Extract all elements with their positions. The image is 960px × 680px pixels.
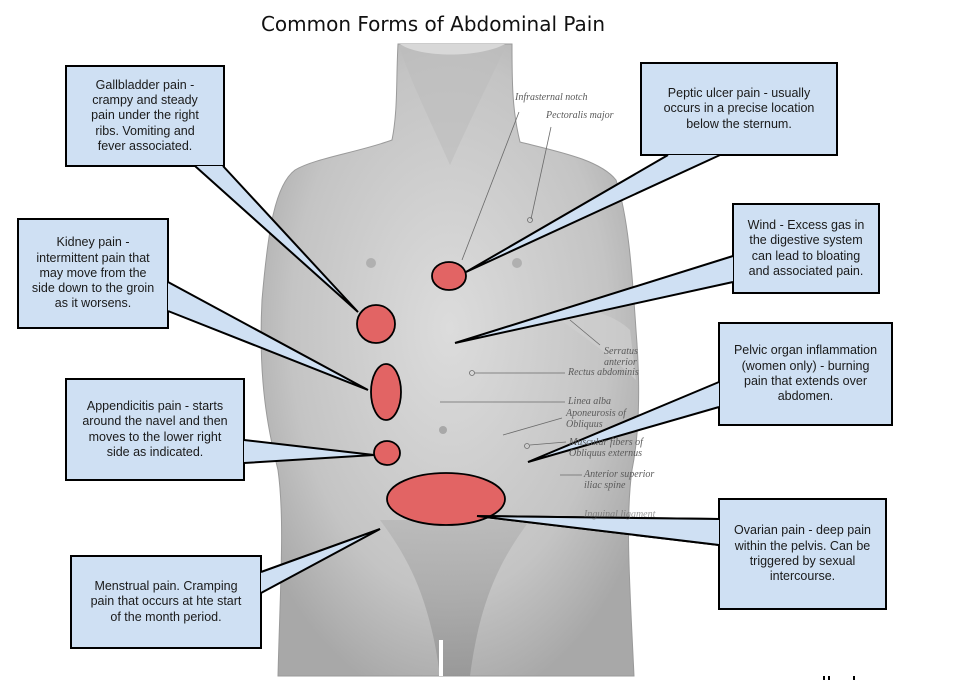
callout-balloon-wind xyxy=(454,203,880,344)
callout-wind: Wind - Excess gas in the digestive syste… xyxy=(747,217,865,278)
callout-balloon-gallbladder xyxy=(65,65,359,313)
anatomy-label-infrasternal-notch: Infrasternal notch xyxy=(515,92,588,103)
callout-balloon-kidney xyxy=(17,218,369,391)
callout-tail-appendicitis xyxy=(244,440,374,463)
navel xyxy=(439,426,447,434)
pain-marker-gallbladder xyxy=(356,304,396,344)
pain-marker-pelvis xyxy=(386,472,506,526)
callout-box-ovarian xyxy=(718,498,887,610)
callout-ovarian: Ovarian pain - deep pain within the pelv… xyxy=(734,523,871,584)
anatomy-leaders xyxy=(440,111,601,476)
pain-marker-kidney xyxy=(370,363,402,421)
neck-shadow xyxy=(400,48,505,165)
right-nipple xyxy=(512,258,522,268)
callout-box-peptic-ulcer xyxy=(640,62,838,156)
chin xyxy=(400,44,505,55)
callout-tail-overlay-ovarian xyxy=(476,515,720,546)
callout-pelvic: Pelvic organ inflammation (women only) -… xyxy=(733,343,878,404)
callout-box-wind xyxy=(732,203,880,294)
callout-box-pelvic xyxy=(718,322,893,426)
anatomy-label-serratus-anterior: Serratus anterior xyxy=(604,346,638,368)
anatomy-label-pectoralis-major: Pectoralis major xyxy=(546,110,614,121)
anatomy-label-inguinal-ligament: Inguinal ligament xyxy=(584,509,656,520)
callout-tail-outline-gallbladder xyxy=(194,165,359,313)
callout-balloon-pelvic xyxy=(527,322,893,463)
callout-balloon-menstrual xyxy=(70,528,381,649)
callout-menstrual: Menstrual pain. Cramping pain that occur… xyxy=(90,579,242,624)
callout-balloon-peptic-ulcer xyxy=(465,62,838,273)
left-arm xyxy=(560,300,636,380)
anatomy-label-anterior-superior-iliac-spine: Anterior superior iliac spine xyxy=(584,469,655,491)
pain-marker-peptic-ulcer xyxy=(431,261,467,291)
groin-shadow xyxy=(380,520,530,676)
callout-tail-outline-kidney xyxy=(167,281,369,391)
callout-balloon-appendicitis xyxy=(65,378,375,481)
callout-box-appendicitis xyxy=(65,378,245,481)
callout-gallbladder: Gallbladder pain - crampy and steady pai… xyxy=(91,77,199,153)
pain-marker-appendix xyxy=(373,440,401,466)
callout-kidney: Kidney pain - intermittent pain that may… xyxy=(31,235,155,311)
callout-appendicitis: Appendicitis pain - starts around the na… xyxy=(82,398,228,459)
callout-peptic-ulcer: Peptic ulcer pain - usually occurs in a … xyxy=(663,86,815,131)
callout-box-menstrual xyxy=(70,555,262,649)
callout-box-gallbladder xyxy=(65,65,225,167)
footer-crop-mark xyxy=(823,676,855,680)
torso-illustration xyxy=(260,43,640,677)
callout-tail-outline-wind xyxy=(454,255,734,344)
anatomy-label-muscular-fibers: Muscular fibers of Obliquus externus xyxy=(569,437,643,459)
callout-box-kidney xyxy=(17,218,169,329)
left-nipple xyxy=(366,258,376,268)
anatomy-label-rectus-abdominis: Rectus abdominis xyxy=(568,367,639,378)
anatomy-label-aponeurosis: Aponeurosis of Obliquus xyxy=(566,408,626,430)
pain-markers xyxy=(356,261,720,546)
callout-tail-outline-menstrual xyxy=(260,528,381,594)
callout-tail-outline-pelvic xyxy=(527,381,720,463)
diagram-title: Common Forms of Abdominal Pain xyxy=(260,12,606,36)
anatomy-label-linea-alba: Linea alba xyxy=(568,396,612,407)
